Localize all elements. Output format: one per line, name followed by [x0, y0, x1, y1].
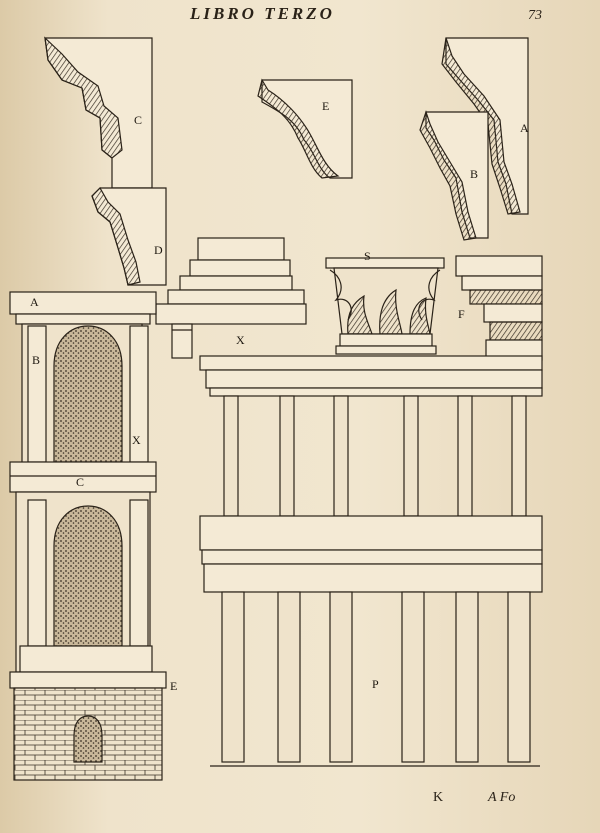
colonnade-lower-p	[203, 563, 543, 767]
label-a-top-left: A	[30, 295, 39, 309]
label-b-profile: B	[470, 167, 478, 181]
label-f-cornice: F	[458, 307, 465, 321]
running-title: LIBRO TERZO	[190, 4, 335, 23]
page-number: 73	[528, 8, 542, 23]
pedestal-x	[155, 237, 307, 359]
signature-mark: K	[433, 790, 444, 805]
profile-b	[419, 110, 489, 241]
label-d-profile: D	[154, 243, 163, 257]
label-c-middle: C	[76, 475, 84, 489]
plate-labels: A B X C E C D E B A X S F P	[30, 99, 529, 693]
capital-s	[325, 257, 445, 355]
arch-elevation	[9, 291, 167, 781]
profile-d	[91, 187, 167, 286]
profile-c	[44, 36, 153, 189]
label-c-profile: C	[134, 113, 142, 127]
label-a-profile: A	[520, 121, 529, 135]
label-b-left: B	[32, 353, 40, 367]
catchword-mark: A Fo	[488, 790, 516, 805]
label-e-profile: E	[322, 99, 329, 113]
label-p-colonnade: P	[372, 677, 379, 691]
label-x-pedestal: X	[236, 333, 245, 347]
label-e-base: E	[170, 679, 177, 693]
label-s-capital: S	[364, 249, 371, 263]
colonnade-upper	[199, 355, 543, 565]
profile-a	[441, 37, 529, 215]
cornice-f	[455, 255, 543, 361]
profile-e	[257, 78, 353, 179]
label-x-left: X	[132, 433, 141, 447]
